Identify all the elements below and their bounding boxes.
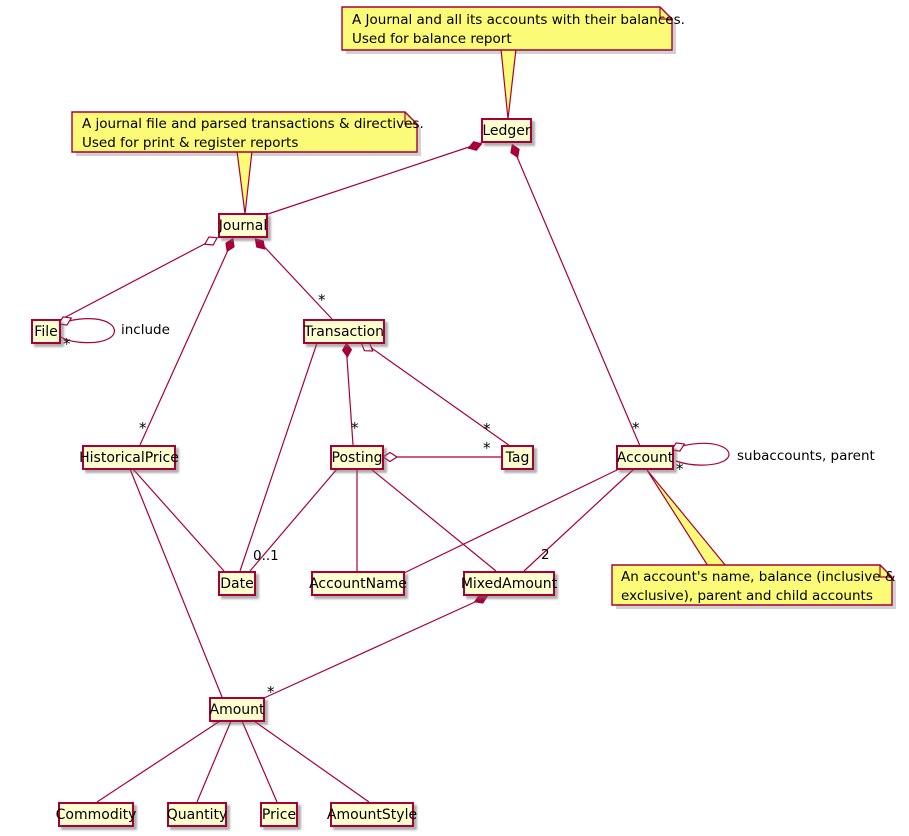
edge-amount-commodity xyxy=(96,720,221,803)
edge-posting-mixedamount xyxy=(370,468,497,572)
multiplicity-mixedamount-amount: * xyxy=(267,683,275,701)
composition-diamond-ledger-journal xyxy=(467,141,483,151)
edge-historicalprice-date xyxy=(132,468,225,572)
class-historicalprice: HistoricalPrice xyxy=(79,445,179,470)
ledger-note: A Journal and all its accounts with thei… xyxy=(352,11,685,49)
multiplicity-transaction-posting: * xyxy=(351,419,359,437)
journal-note-line1: A journal file and parsed transactions &… xyxy=(82,116,424,132)
edge-amount-quantity xyxy=(196,720,232,803)
aggregation-diamond-account-self xyxy=(670,442,686,452)
composition-diamond-ledger-account xyxy=(510,143,520,159)
class-transaction: Transaction xyxy=(303,319,385,344)
class-file: File xyxy=(31,319,61,344)
journal-note-line2: Used for print & register reports xyxy=(82,135,299,151)
account-note-pointer xyxy=(646,469,728,567)
edge-account-mixedamount xyxy=(523,468,635,572)
class-tag: Tag xyxy=(501,445,534,470)
role-label-include: include xyxy=(121,322,170,338)
class-commodity: Commodity xyxy=(56,802,136,827)
edge-mixedamount-amount xyxy=(263,596,487,699)
class-ledger: Ledger xyxy=(481,118,532,143)
edge-amount-price xyxy=(241,720,278,803)
multiplicity-journal-transaction: * xyxy=(318,291,326,309)
multiplicity-journal-historicalprice: * xyxy=(139,419,147,437)
role-label-subaccounts-parent: subaccounts, parent xyxy=(737,448,875,464)
aggregation-diamond-posting-tag xyxy=(381,451,399,463)
ledger-note-shape xyxy=(341,6,673,51)
edge-journal-transaction xyxy=(256,238,333,320)
multiplicity-ledger-account: * xyxy=(632,419,640,437)
account-note-line1: An account's name, balance (inclusive & xyxy=(621,569,896,585)
edge-journal-file xyxy=(57,238,215,322)
class-amount: Amount xyxy=(209,697,265,722)
ledger-note-line1: A Journal and all its accounts with thei… xyxy=(352,12,685,28)
journal-note-pointer xyxy=(236,150,253,215)
edge-transaction-tag xyxy=(362,341,511,447)
ledger-note-line2: Used for balance report xyxy=(352,31,512,47)
class-accountname: AccountName xyxy=(309,571,407,596)
aggregation-diamond-journal-file xyxy=(203,236,219,246)
composition-diamond-journal-historicalprice xyxy=(225,237,235,253)
multiplicity-posting-tag: * xyxy=(483,439,491,457)
edge-account-self-loop xyxy=(675,442,730,466)
multiplicity-transaction-tag: * xyxy=(483,420,491,438)
multiplicity-account-self: * xyxy=(676,460,684,478)
multiplicity-file-self: * xyxy=(63,335,71,353)
class-price: Price xyxy=(260,802,298,827)
account-note: An account's name, balance (inclusive & … xyxy=(621,568,895,606)
class-journal: Journal xyxy=(218,213,268,238)
class-amountstyle: AmountStyle xyxy=(327,802,417,827)
account-note-line2: exclusive), parent and child accounts xyxy=(621,588,873,604)
class-date: Date xyxy=(218,571,256,596)
journal-note: A journal file and parsed transactions &… xyxy=(82,115,424,153)
composition-diamond-journal-transaction xyxy=(254,238,266,250)
class-quantity: Quantity xyxy=(167,802,227,827)
edge-amount-amountstyle xyxy=(253,720,370,803)
edge-file-self-loop xyxy=(60,318,115,344)
edge-ledger-account xyxy=(511,144,641,447)
class-posting: Posting xyxy=(330,445,384,470)
aggregation-diamond-file-self xyxy=(57,316,73,326)
class-account: Account xyxy=(616,445,674,470)
edge-transaction-date xyxy=(239,342,318,572)
edge-journal-historicalprice xyxy=(139,238,234,446)
account-note-shape xyxy=(611,564,893,606)
edge-historicalprice-amount xyxy=(129,468,223,698)
multiplicity-account-mixedamount: 2 xyxy=(541,547,550,563)
edge-account-accountname xyxy=(403,468,620,574)
edge-posting-date xyxy=(249,468,338,572)
edge-ledger-journal xyxy=(267,142,482,215)
class-mixedamount: MixedAmount xyxy=(461,571,557,596)
multiplicity-posting-date: 0..1 xyxy=(253,548,279,564)
composition-diamond-transaction-posting xyxy=(341,342,353,358)
ledger-note-pointer xyxy=(500,48,517,120)
edge-transaction-posting xyxy=(345,343,354,446)
journal-note-shape xyxy=(71,111,418,153)
